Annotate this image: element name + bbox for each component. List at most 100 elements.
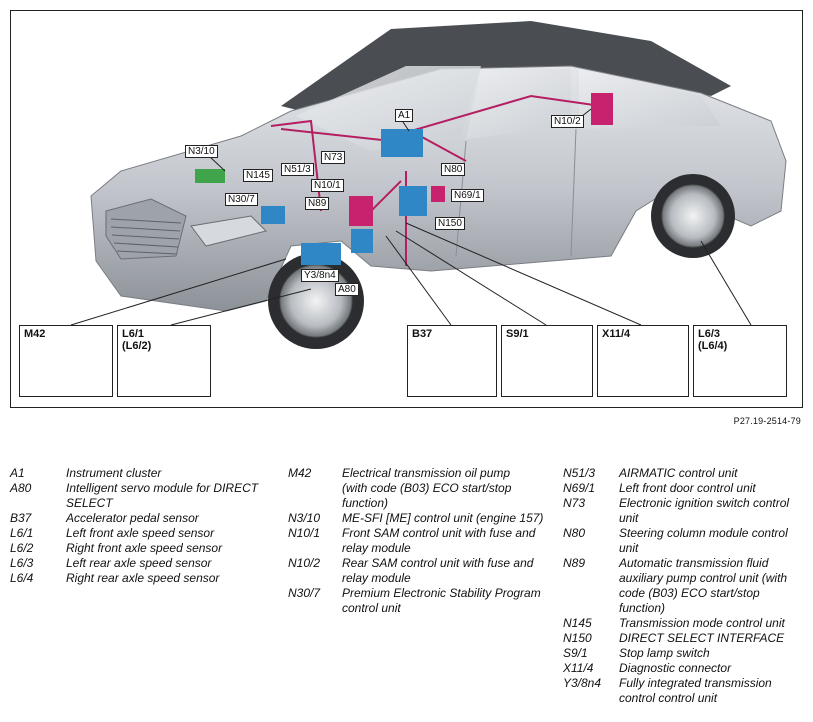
legend-description: ME-SFI [ME] control unit (engine 157) (342, 511, 544, 525)
legend-code: B37 (10, 511, 32, 525)
rear-rim (661, 184, 725, 248)
legend-description: Stop lamp switch (619, 646, 710, 660)
legend-code: N51/3 (563, 466, 596, 480)
legend-code: N80 (563, 526, 586, 540)
legend-description: Electronic ignition switch control unit (619, 496, 790, 525)
callout-N80: N80 (441, 163, 466, 176)
legend-code: N3/10 (288, 511, 321, 525)
legend-description: Front SAM control unit with fuse and rel… (342, 526, 536, 555)
legend-row: N73 Electronic ignition switch control un… (563, 496, 803, 526)
legend-row: N51/3 AIRMATIC control unit (563, 466, 803, 481)
legend-description: Electrical transmission oil pump (342, 466, 511, 480)
legend-description: AIRMATIC control unit (619, 466, 738, 480)
legend-code: M42 (288, 466, 312, 480)
legend-description: Steering column module control unit (619, 526, 788, 555)
component-N69-1 (431, 186, 445, 202)
callout-N51-3: N51/3 (281, 163, 314, 176)
legend-code: A1 (10, 466, 25, 480)
roof (281, 21, 731, 121)
panel-L6-3: L6/3 (L6/4) (693, 325, 787, 397)
callout-A80: A80 (335, 283, 359, 296)
legend-code: A80 (10, 481, 32, 495)
legend-description: DIRECT SELECT INTERFACE (619, 631, 785, 645)
legend-description: (with code (B03) ECO start/stop function… (342, 481, 512, 510)
component-A80 (351, 229, 373, 253)
figure-reference: P27.19-2514-79 (733, 416, 801, 426)
legend-row: N10/2 Rear SAM control unit with fuse and… (288, 556, 556, 586)
legend-code: L6/4 (10, 571, 34, 585)
panel-M42: M42 (19, 325, 113, 397)
legend-row: B37 Accelerator pedal sensor (10, 511, 270, 526)
panel-label-L6-3: L6/3 (L6/4) (698, 328, 728, 352)
legend-row: S9/1 Stop lamp switch (563, 646, 803, 661)
legend-description: Right rear axle speed sensor (66, 571, 220, 585)
grille-slats (110, 218, 182, 255)
callout-N89: N89 (305, 197, 330, 210)
legend-row: N30/7 Premium Electronic Stability Progra… (288, 586, 556, 616)
callout-N10-2: N10/2 (551, 115, 584, 128)
legend-description: Left rear axle speed sensor (66, 556, 212, 570)
callout-N69-1: N69/1 (451, 189, 484, 202)
legend-description: Intelligent servo module for DIRECT SELE… (66, 481, 259, 510)
component-N10-2 (591, 93, 613, 125)
legend-row: N80 Steering column module control unit (563, 526, 803, 556)
callout-N10-1: N10/1 (311, 179, 344, 192)
legend-code: N30/7 (288, 586, 321, 600)
legend-row: N69/1 Left front door control unit (563, 481, 803, 496)
legend-description: Left front door control unit (619, 481, 756, 495)
panel-label-L6-1: L6/1 (L6/2) (122, 328, 152, 352)
legend-code: L6/2 (10, 541, 34, 555)
callout-N3-10: N3/10 (185, 145, 218, 158)
panel-label-S9-1: S9/1 (506, 328, 529, 340)
panel-label-X11-4: X11/4 (602, 328, 631, 340)
component-N10-1 (349, 196, 373, 226)
legend-row: (with code (B03) ECO start/stop function… (288, 481, 556, 511)
diagram-frame: A1 N10/2 N3/10 N73 N80 N145 N51/3 N10/1 … (10, 10, 803, 408)
component-Y3-8n4 (301, 243, 341, 265)
panel-X11-4: X11/4 (597, 325, 689, 397)
legend-row: L6/4 Right rear axle speed sensor (10, 571, 270, 586)
legend-row: A80 Intelligent servo module for DIRECT S… (10, 481, 270, 511)
front-window (466, 69, 571, 139)
legend-code: N89 (563, 556, 586, 570)
legend-description: Automatic transmission fluid auxiliary p… (619, 556, 788, 615)
legend-code: N10/2 (288, 556, 321, 570)
leader-lines (70, 108, 752, 326)
windshield (296, 66, 481, 151)
legend-code: S9/1 (563, 646, 588, 660)
panel-B37: B37 (407, 325, 497, 397)
legend-description: Left front axle speed sensor (66, 526, 215, 540)
legend-row: M42 Electrical transmission oil pump (288, 466, 556, 481)
callout-N150: N150 (435, 217, 465, 230)
legend-column-2: M42 Electrical transmission oil pump(with… (288, 466, 556, 616)
panel-label-B37: B37 (412, 328, 433, 340)
legend-description: Premium Electronic Stability Program con… (342, 586, 541, 615)
legend-description: Instrument cluster (66, 466, 162, 480)
component-N30-7 (261, 206, 285, 224)
panel-label-M42: M42 (24, 328, 46, 340)
legend-description: Accelerator pedal sensor (66, 511, 199, 525)
callout-A1: A1 (395, 109, 414, 122)
legend-code: N145 (563, 616, 592, 630)
legend-description: Transmission mode control unit (619, 616, 785, 630)
panel-L6-1: L6/1 (L6/2) (117, 325, 211, 397)
legend-code: N69/1 (563, 481, 596, 495)
legend-row: N3/10 ME-SFI [ME] control unit (engine 15… (288, 511, 556, 526)
callout-N30-7: N30/7 (225, 193, 258, 206)
legend-code: X11/4 (563, 661, 594, 675)
component-A1 (381, 129, 423, 157)
headlight (190, 215, 267, 247)
legend-code: N73 (563, 496, 586, 510)
legend-row: N89 Automatic transmission fluid auxiliar… (563, 556, 803, 616)
legend-description: Fully integrated transmission control co… (619, 676, 772, 705)
legend-description: Rear SAM control unit with fuse and rela… (342, 556, 534, 585)
callout-N73: N73 (321, 151, 346, 164)
